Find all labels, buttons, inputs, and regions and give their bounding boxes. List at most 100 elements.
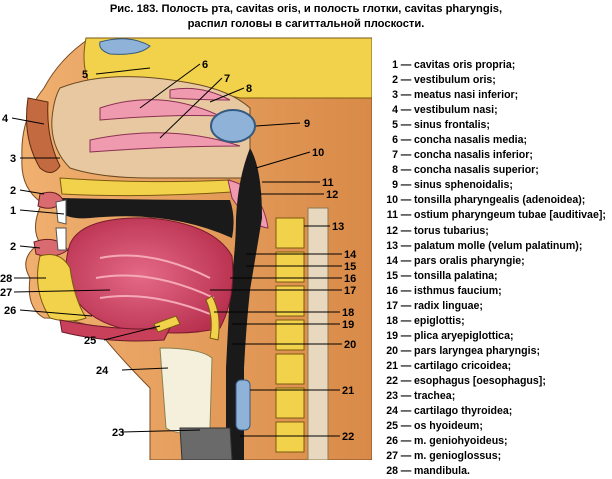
legend-dash: — bbox=[400, 435, 412, 448]
legend-item: 6—concha nasalis media; bbox=[384, 133, 606, 148]
figure-caption: Рис. 183. Полость рта, cavitas oris, и п… bbox=[0, 2, 612, 32]
legend-number: 27 bbox=[386, 450, 398, 463]
legend-dash: — bbox=[400, 465, 412, 478]
legend-dash: — bbox=[400, 254, 412, 267]
fig-label-2a: 2 bbox=[10, 185, 16, 197]
legend-text: mandibula. bbox=[414, 465, 470, 478]
fig-label-7: 7 bbox=[224, 73, 230, 85]
legend-number: 10 bbox=[386, 194, 398, 207]
fig-label-25: 25 bbox=[84, 335, 96, 347]
legend-item: 27—m. genioglossus; bbox=[384, 449, 606, 464]
legend-item: 19—plica aryepiglottica; bbox=[384, 329, 606, 344]
cervical-spine bbox=[275, 217, 305, 453]
fig-label-28: 28 bbox=[0, 273, 12, 285]
legend-number: 5 bbox=[392, 119, 398, 132]
legend-text: radix linguae; bbox=[414, 299, 483, 312]
legend-text: os hyoideum; bbox=[414, 420, 483, 433]
legend-text: m. geniohyoideus; bbox=[414, 435, 508, 448]
concha-superior bbox=[169, 87, 231, 101]
legend-text: epiglottis; bbox=[414, 314, 465, 327]
legend-item: 8—concha nasalis superior; bbox=[384, 163, 606, 178]
legend-text: ostium pharyngeum tubae [auditivae]; bbox=[414, 209, 606, 222]
legend-dash: — bbox=[400, 374, 412, 387]
fig-label-20: 20 bbox=[344, 339, 356, 351]
floor-muscles bbox=[59, 319, 171, 342]
legend-dash: — bbox=[400, 344, 412, 357]
legend-number: 11 bbox=[386, 209, 398, 222]
fig-label-27: 27 bbox=[0, 287, 12, 299]
legend-number: 20 bbox=[386, 344, 398, 357]
epiglottis bbox=[205, 295, 220, 341]
legend-text: concha nasalis media; bbox=[414, 134, 528, 147]
frontal-sinus bbox=[99, 38, 151, 55]
fig-label-19: 19 bbox=[342, 319, 354, 331]
legend-item: 16—isthmus faucium; bbox=[384, 284, 606, 299]
lower-incisor bbox=[55, 227, 67, 251]
caption-line-2: распил головы в сагиттальной плоскости. bbox=[187, 18, 425, 30]
legend-text: meatus nasi inferior; bbox=[414, 89, 519, 102]
pharynx-cavity bbox=[226, 148, 262, 460]
legend-item: 21—cartilago cricoidea; bbox=[384, 359, 606, 374]
sphenoid-sinus bbox=[210, 109, 256, 143]
legend-number: 16 bbox=[386, 284, 398, 297]
hyoid-bone bbox=[153, 315, 181, 333]
legend-text: pars laryngea pharyngis; bbox=[414, 344, 540, 357]
legend-item: 9—sinus sphenoidalis; bbox=[384, 178, 606, 193]
legend-item: 11—ostium pharyngeum tubae [auditivae]; bbox=[384, 208, 606, 223]
legend-text: vestibulum oris; bbox=[414, 74, 496, 87]
legend-text: plica aryepiglottica; bbox=[414, 329, 514, 342]
legend-dash: — bbox=[400, 450, 412, 463]
legend-dash: — bbox=[400, 314, 412, 327]
fig-label-9: 9 bbox=[304, 118, 310, 130]
fig-label-8: 8 bbox=[246, 83, 252, 95]
legend-text: cartilago thyroidea; bbox=[414, 405, 513, 418]
legend-text: tonsilla pharyngealis (adenoidea); bbox=[414, 194, 586, 207]
legend-dash: — bbox=[400, 74, 412, 87]
legend-item: 26—m. geniohyoideus; bbox=[384, 434, 606, 449]
legend-number: 19 bbox=[386, 329, 398, 342]
legend-list: 1—cavitas oris propria;2—vestibulum oris… bbox=[384, 58, 606, 479]
legend-item: 20—pars laryngea pharyngis; bbox=[384, 344, 606, 359]
legend-dash: — bbox=[400, 149, 412, 162]
legend-item: 2—vestibulum oris; bbox=[384, 73, 606, 88]
legend-number: 13 bbox=[386, 239, 398, 252]
legend-text: concha nasalis inferior; bbox=[414, 149, 533, 162]
upper-incisor bbox=[55, 199, 67, 225]
legend-item: 15—tonsilla palatina; bbox=[384, 269, 606, 284]
tongue-fibers bbox=[95, 254, 215, 315]
legend-number: 15 bbox=[386, 269, 398, 282]
legend-number: 21 bbox=[386, 359, 398, 372]
fig-label-23: 23 bbox=[112, 427, 124, 439]
fig-label-17: 17 bbox=[344, 285, 356, 297]
concha-inferior bbox=[89, 132, 241, 153]
spinal-cord bbox=[307, 207, 329, 461]
legend-item: 23—trachea; bbox=[384, 389, 606, 404]
cricoid-cartilage bbox=[235, 379, 251, 431]
nasal-vestibule bbox=[26, 97, 61, 173]
legend-dash: — bbox=[400, 239, 412, 252]
legend-number: 6 bbox=[392, 134, 398, 147]
legend-number: 3 bbox=[392, 89, 398, 102]
legend-dash: — bbox=[400, 209, 412, 222]
legend-number: 12 bbox=[386, 224, 398, 237]
legend-dash: — bbox=[400, 164, 412, 177]
legend-item: 4—vestibulum nasi; bbox=[384, 103, 606, 118]
legend-dash: — bbox=[400, 359, 412, 372]
fig-label-12: 12 bbox=[326, 189, 338, 201]
legend-dash: — bbox=[400, 224, 412, 237]
legend-dash: — bbox=[400, 104, 412, 117]
sagittal-section-illustration: 5 4 3 2 1 2 28 27 26 25 24 23 6 7 8 9 10… bbox=[0, 28, 373, 461]
legend-item: 17—radix linguae; bbox=[384, 299, 606, 314]
legend-dash: — bbox=[400, 390, 412, 403]
legend-number: 24 bbox=[386, 405, 398, 418]
fig-label-3: 3 bbox=[10, 153, 16, 165]
legend-number: 2 bbox=[392, 74, 398, 87]
legend-item: 22—esophagus [oesophagus]; bbox=[384, 374, 606, 389]
legend-item: 14—pars oralis pharyngie; bbox=[384, 254, 606, 269]
legend-item: 24—cartilago thyroidea; bbox=[384, 404, 606, 419]
legend-number: 23 bbox=[386, 390, 398, 403]
fig-label-21: 21 bbox=[342, 385, 354, 397]
figure-number-labels: 5 4 3 2 1 2 28 27 26 25 24 23 6 7 8 9 10… bbox=[0, 59, 357, 443]
legend-number: 28 bbox=[386, 465, 398, 478]
legend-dash: — bbox=[400, 269, 412, 282]
